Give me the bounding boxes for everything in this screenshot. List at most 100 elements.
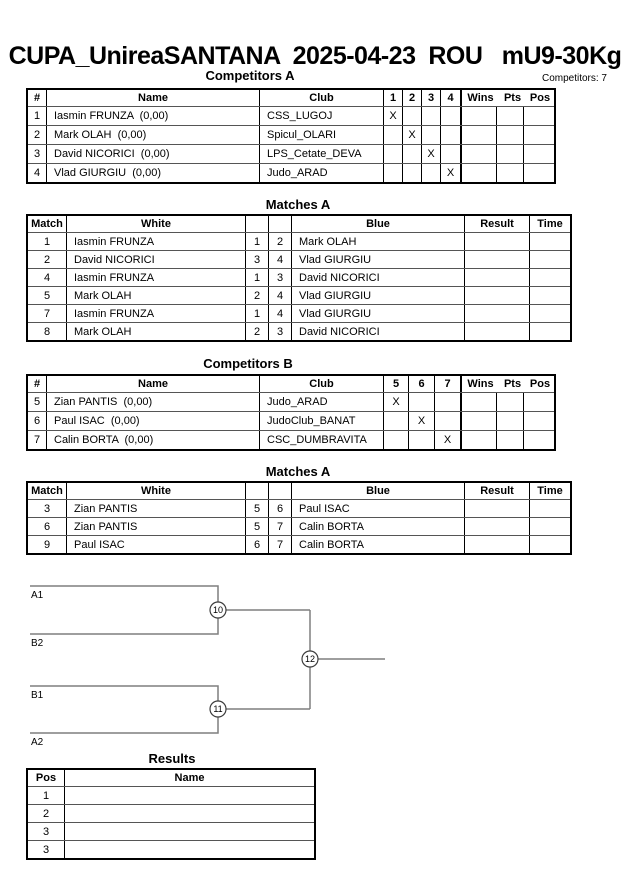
col-header-club: Club — [260, 90, 384, 106]
match-node-number: 10 — [213, 605, 223, 615]
col-header-wn — [246, 216, 269, 232]
match-node-number: 11 — [213, 704, 222, 714]
cell-wn: 1 — [246, 269, 269, 286]
cell-bn: 6 — [269, 500, 292, 517]
cell-mark — [435, 393, 460, 411]
cell-wn: 2 — [246, 323, 269, 340]
table-header-row: Match White Blue Result Time — [28, 483, 570, 499]
match-node-circle — [301, 650, 319, 668]
cell-result — [465, 305, 530, 322]
cell-pos: 3 — [28, 823, 65, 840]
cell-blue: Vlad GIURGIU — [292, 287, 465, 304]
cell-time — [530, 269, 570, 286]
match-node-number: 12 — [305, 654, 315, 664]
cell-white: Iasmin FRUNZA — [67, 305, 246, 322]
cell-mark — [409, 393, 435, 411]
cell-time — [530, 233, 570, 250]
cell-bn: 4 — [269, 251, 292, 268]
cell-wins — [460, 412, 497, 430]
col-header-6: 6 — [409, 376, 435, 392]
cell-bn: 4 — [269, 305, 292, 322]
table-row: 6 Zian PANTIS 5 7 Calin BORTA — [28, 517, 570, 535]
cell-time — [530, 500, 570, 517]
cell-match: 8 — [28, 323, 67, 340]
col-header-1: 1 — [384, 90, 403, 106]
cell-wn: 1 — [246, 305, 269, 322]
cell-name: Zian PANTIS (0,00) — [47, 393, 260, 411]
cell-wins — [460, 393, 497, 411]
cell-result — [465, 500, 530, 517]
cell-time — [530, 251, 570, 268]
col-header-pts: Pts — [503, 378, 522, 390]
cell-club: JudoClub_BANAT — [260, 412, 384, 430]
cell-mark — [441, 126, 460, 144]
cell-blue: Vlad GIURGIU — [292, 251, 465, 268]
cell-pos — [524, 412, 554, 430]
cell-wins — [460, 145, 497, 163]
cell-white: David NICORICI — [67, 251, 246, 268]
cell-white: Mark OLAH — [67, 323, 246, 340]
col-header-match: Match — [28, 216, 67, 232]
matches-b-heading: Matches A — [265, 464, 331, 479]
col-header-pos: Pos — [28, 770, 65, 786]
cell-wins — [460, 107, 497, 125]
cell-name: Vlad GIURGIU (0,00) — [47, 164, 260, 182]
table-header-row: Match White Blue Result Time — [28, 216, 570, 232]
cell-pts — [497, 107, 524, 125]
cell-wins — [460, 126, 497, 144]
bracket-slot-label: A2 — [31, 737, 44, 748]
bracket-diagram: A1 B2 B1 A2 10 11 12 — [30, 585, 385, 748]
cell-wn: 1 — [246, 233, 269, 250]
col-header-time: Time — [537, 485, 563, 497]
table-row: 2 Mark OLAH (0,00) Spicul_OLARI X — [28, 125, 554, 144]
cell-mark — [403, 164, 422, 182]
table-row: 8 Mark OLAH 2 3 David NICORICI — [28, 322, 570, 340]
cell-mark — [384, 431, 409, 449]
cell-wins — [460, 164, 497, 182]
cell-result — [465, 518, 530, 535]
cell-wn: 2 — [246, 287, 269, 304]
cell-match: 6 — [28, 518, 67, 535]
table-row: 2 David NICORICI 3 4 Vlad GIURGIU — [28, 250, 570, 268]
cell-blue: David NICORICI — [292, 269, 465, 286]
cell-mark — [435, 412, 460, 430]
cell-white: Zian PANTIS — [67, 500, 246, 517]
cell-result — [465, 323, 530, 340]
cell-match: 4 — [28, 269, 67, 286]
cell-mark: X — [403, 126, 422, 144]
col-header-white: White — [67, 216, 246, 232]
col-header-name: Name — [174, 772, 205, 784]
cell-match: 1 — [28, 233, 67, 250]
table-row: 2 — [28, 804, 314, 822]
cell-white: Paul ISAC — [67, 536, 246, 553]
table-row: 5 Mark OLAH 2 4 Vlad GIURGIU — [28, 286, 570, 304]
cell-pos: 3 — [28, 841, 65, 858]
cell-bn: 4 — [269, 287, 292, 304]
cell-bn: 3 — [269, 323, 292, 340]
cell-match: 3 — [28, 500, 67, 517]
bracket-slot-label: B1 — [31, 690, 44, 701]
cell-mark — [384, 145, 403, 163]
cell-bn: 7 — [269, 536, 292, 553]
cell-num: 2 — [28, 126, 47, 144]
cell-num: 3 — [28, 145, 47, 163]
table-row: 1 Iasmin FRUNZA (0,00) CSS_LUGOJ X — [28, 106, 554, 125]
cell-mark — [384, 412, 409, 430]
cell-num: 7 — [28, 431, 47, 449]
cell-num: 4 — [28, 164, 47, 182]
cell-time — [530, 305, 570, 322]
cell-blue: Vlad GIURGIU — [292, 305, 465, 322]
cell-time — [530, 518, 570, 535]
table-row: 4 Iasmin FRUNZA 1 3 David NICORICI — [28, 268, 570, 286]
cell-name: David NICORICI (0,00) — [47, 145, 260, 163]
table-row: 3 — [28, 822, 314, 840]
competitors-count: Competitors: 7 — [541, 73, 607, 84]
bracket-match-nodes: 10 11 12 — [209, 601, 319, 718]
col-header-num: # — [28, 90, 47, 106]
cell-match: 7 — [28, 305, 67, 322]
cell-name — [65, 805, 314, 822]
